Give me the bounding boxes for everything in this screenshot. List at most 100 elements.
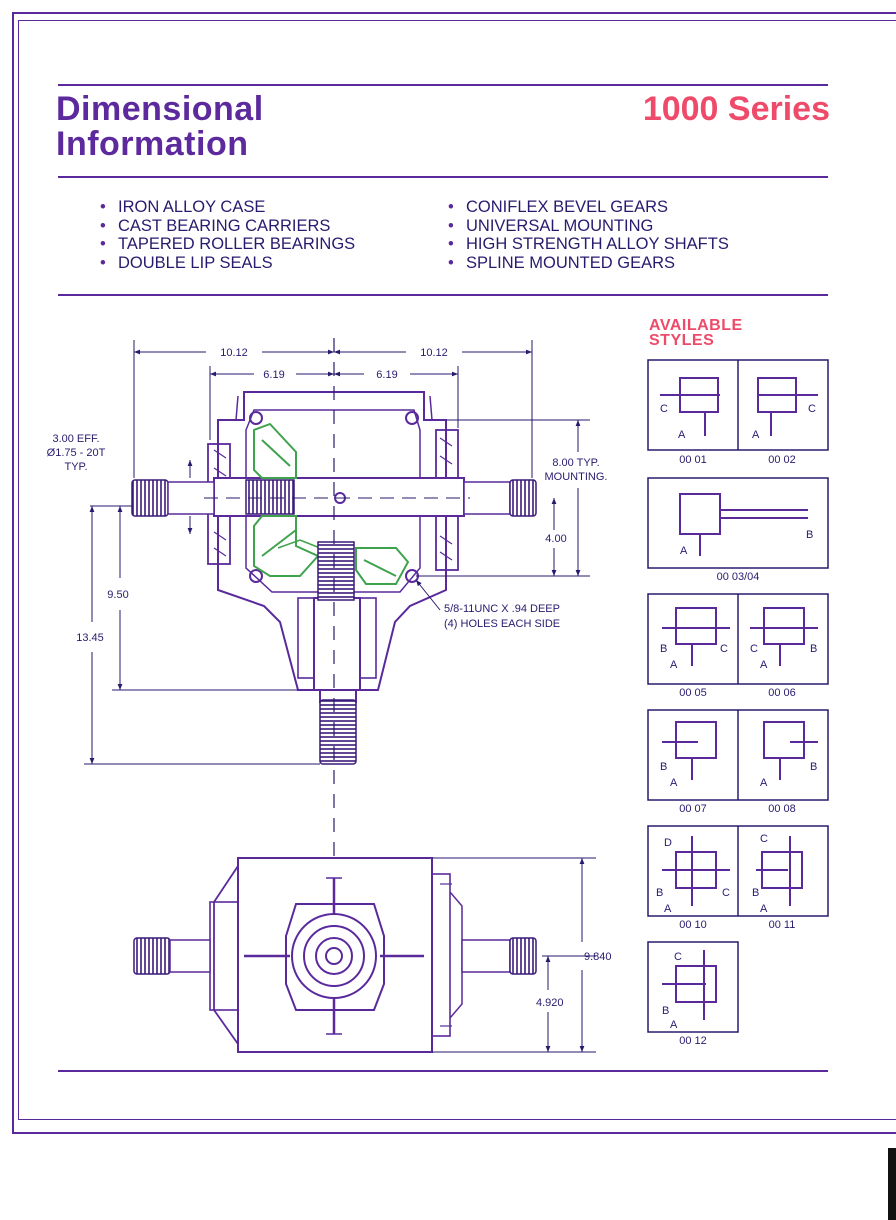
svg-text:C: C: [674, 951, 682, 963]
style-icon-0007: [662, 721, 717, 780]
style-icon-0006: [750, 607, 818, 666]
output-gear-spline: [317, 541, 355, 601]
dim-overall-left: 10.12: [220, 347, 248, 359]
dim-4-920: 4.920: [536, 997, 564, 1009]
feature-list-left: IRON ALLOY CASE CAST BEARING CARRIERS TA…: [98, 198, 355, 272]
style-icon-0001: [660, 377, 720, 436]
svg-text:B: B: [810, 761, 817, 773]
svg-text:B: B: [660, 761, 667, 773]
title-line-2: Information: [56, 125, 249, 163]
available-styles-heading: AVAILABLE STYLES: [649, 317, 743, 349]
dimension-lines-top: [84, 340, 590, 765]
feature-item: HIGH STRENGTH ALLOY SHAFTS: [446, 235, 729, 254]
dim-shaft-spline: Ø1.75 - 20T: [47, 447, 106, 459]
top-rule: [58, 84, 828, 86]
dim-holes-thread: 5/8-11UNC X .94 DEEP: [444, 603, 560, 615]
dim-shaft-typ: TYP.: [64, 461, 87, 473]
features-rule: [58, 294, 828, 296]
style-icon-0008: [763, 721, 818, 780]
style-icon-0005: [662, 607, 730, 666]
svg-text:B: B: [662, 1005, 669, 1017]
input-gear-spline: [245, 479, 295, 515]
svg-text:B: B: [810, 643, 817, 655]
available-styles-line-2: STYLES: [649, 332, 715, 349]
svg-text:A: A: [678, 429, 686, 441]
style-icon-0003-04: [679, 493, 808, 556]
dim-inner-right: 6.19: [376, 369, 397, 381]
dim-holes-count: (4) HOLES EACH SIDE: [444, 618, 560, 630]
dim-mounting-typ: 8.00 TYP.: [552, 457, 599, 469]
feature-item: CONIFLEX BEVEL GEARS: [446, 198, 729, 217]
dim-mounting-label: MOUNTING.: [545, 471, 608, 483]
feature-list-right: CONIFLEX BEVEL GEARS UNIVERSAL MOUNTING …: [446, 198, 729, 272]
dim-inner-left: 6.19: [263, 369, 284, 381]
svg-text:A: A: [760, 659, 768, 671]
bottom-view-gearbox: [209, 857, 463, 1053]
right-shaft: [463, 481, 511, 515]
svg-text:A: A: [670, 659, 678, 671]
title-line-1: Dimensional: [56, 90, 264, 128]
svg-text:A: A: [760, 777, 768, 789]
dim-13-45: 13.45: [76, 632, 104, 644]
dim-4-00: 4.00: [545, 533, 566, 545]
series-title: 1000 Series: [642, 90, 830, 128]
svg-text:B: B: [656, 887, 663, 899]
svg-text:B: B: [752, 887, 759, 899]
style-code-0002: 00 02: [768, 454, 796, 466]
svg-text:C: C: [722, 887, 730, 899]
dim-shaft-eff: 3.00 EFF.: [52, 433, 99, 445]
feature-item: TAPERED ROLLER BEARINGS: [98, 235, 355, 254]
header-rule: [58, 176, 828, 178]
style-code-0011: 00 11: [769, 919, 796, 931]
svg-text:B: B: [660, 643, 667, 655]
page-title: Dimensional Information: [56, 92, 264, 162]
style-code-0012: 00 12: [679, 1035, 707, 1047]
svg-text:C: C: [720, 643, 728, 655]
feature-item: SPLINE MOUNTED GEARS: [446, 254, 729, 273]
right-spline-shaft: [509, 479, 537, 517]
left-spline-shaft: [131, 479, 169, 517]
svg-text:C: C: [660, 403, 668, 415]
feature-item: IRON ALLOY CASE: [98, 198, 355, 217]
style-icon-0012: [662, 950, 717, 1020]
style-code-0007: 00 07: [679, 803, 707, 815]
style-icon-0002: [757, 377, 818, 436]
svg-text:A: A: [670, 1019, 678, 1031]
style-icon-0010: [662, 836, 730, 906]
style-code-0006: 00 06: [768, 687, 796, 699]
bottom-right-shaft: [461, 939, 511, 973]
styles-grid: [647, 359, 829, 1033]
style-icon-0011: [756, 836, 803, 906]
page-frame-outer: [12, 12, 896, 1134]
feature-item: DOUBLE LIP SEALS: [98, 254, 355, 273]
svg-text:D: D: [664, 837, 672, 849]
style-code-0005: 00 05: [679, 687, 707, 699]
bottom-rule: [58, 1070, 828, 1072]
dim-9-840: 9.840: [584, 951, 612, 963]
svg-text:A: A: [680, 545, 688, 557]
svg-text:C: C: [808, 403, 816, 415]
scan-edge: [888, 1148, 896, 1220]
svg-text:C: C: [760, 833, 768, 845]
bottom-spline-shaft: [319, 699, 357, 765]
svg-text:B: B: [806, 529, 813, 541]
svg-text:A: A: [664, 903, 672, 915]
bottom-right-spline: [509, 937, 537, 975]
svg-text:C: C: [750, 643, 758, 655]
feature-item: UNIVERSAL MOUNTING: [446, 217, 729, 236]
bottom-left-spline: [133, 937, 171, 975]
feature-item: CAST BEARING CARRIERS: [98, 217, 355, 236]
available-styles-line-1: AVAILABLE: [649, 317, 743, 334]
svg-text:A: A: [760, 903, 768, 915]
bevel-gears: [253, 422, 410, 585]
dim-9-50: 9.50: [107, 589, 128, 601]
bottom-left-shaft: [169, 939, 211, 973]
style-code-0001: 00 01: [679, 454, 707, 466]
svg-text:A: A: [752, 429, 760, 441]
style-code-0003-04: 00 03/04: [717, 571, 760, 583]
style-code-0010: 00 10: [679, 919, 707, 931]
dimension-lines-bottom: [432, 857, 596, 1053]
page-frame-inner: [18, 20, 896, 1120]
